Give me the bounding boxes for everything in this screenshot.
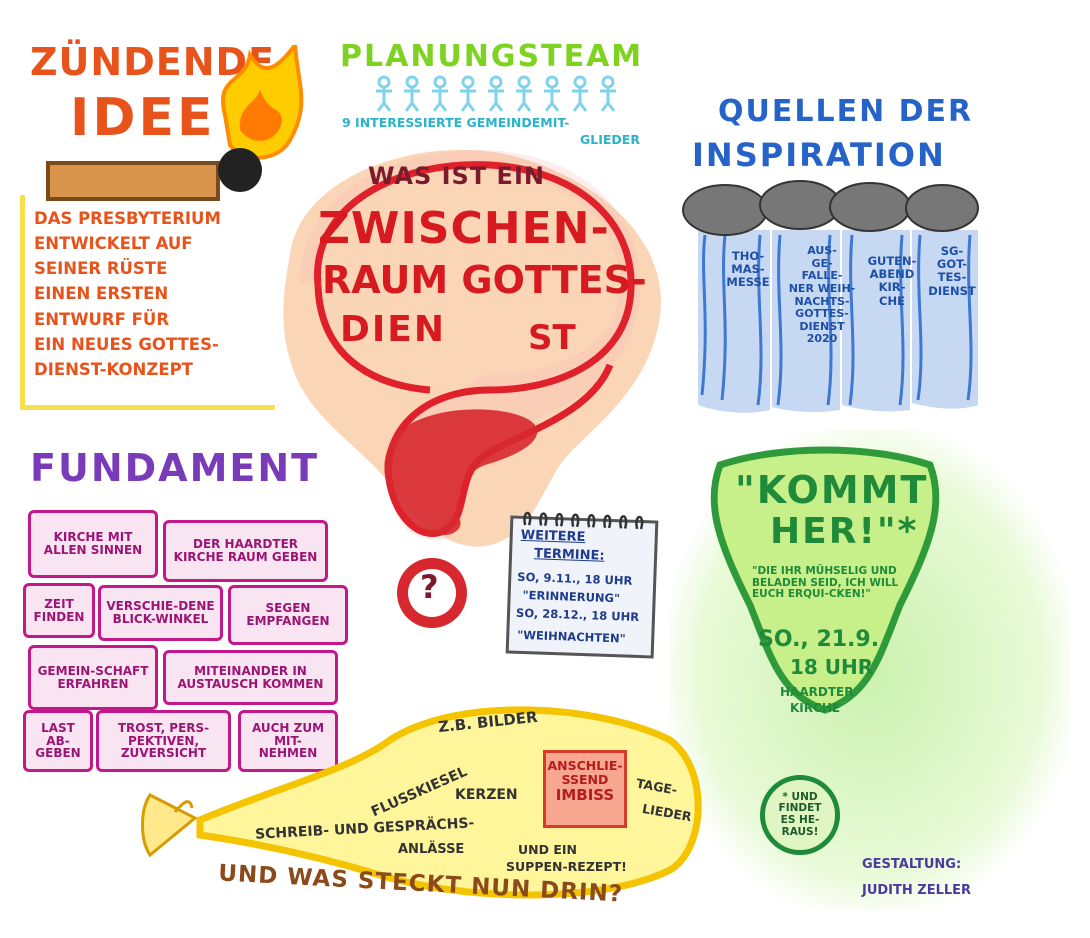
findout-text: * UND FINDET ES HE-RAUS! (778, 790, 822, 838)
calendar-heading1: WEITERE (520, 527, 586, 546)
ignition-title-line1: ZÜNDENDE (30, 40, 276, 84)
snack-line2: SSEND (561, 771, 609, 787)
team-line1: 9 INTERESSIERTE GEMEINDEMIT- (342, 115, 570, 130)
rain-cloud-icon (682, 180, 979, 413)
snack-line1: ANSCHLIE- (547, 758, 623, 773)
invite-quote: "DIE IHR MÜHSELIG UND BELADEN SEID, ICH … (752, 565, 899, 601)
credit-line2: JUDITH ZELLER (862, 883, 972, 898)
invite-place1: HAARDTER (780, 685, 854, 699)
ignition-lines: DAS PRESBYTERIUM ENTWICKELT AUF SEINER R… (34, 209, 221, 379)
foundation-brick: VERSCHIE-DENE BLICK-WINKEL (98, 585, 223, 641)
question-line2: RAUM GOTTES- (322, 258, 647, 302)
ignition-section: ZÜNDENDE IDEE DAS PRESBYTERIUM ENTWICKEL… (10, 30, 304, 410)
calendar-line1: SO, 9.11., 18 UHR (517, 569, 633, 588)
question-line1: ZWISCHEN- (318, 203, 610, 254)
sack-item: ANLÄSSE (398, 842, 465, 857)
ignition-line: DIENST-KONZEPT (34, 359, 193, 379)
foundation-brick: SEGEN EMPFANGEN (228, 585, 348, 645)
invite-date: SO., 21.9. (758, 627, 880, 652)
ignition-title-line2: IDEE (70, 88, 216, 148)
invite-title2: HER!"* (770, 511, 919, 552)
calendar-line3: SO, 28.12., 18 UHR (515, 605, 640, 625)
sack-item: UND EIN (518, 842, 577, 857)
ignition-line: EIN NEUES GOTTES- (34, 334, 219, 354)
question-line3a: DIEN (340, 309, 446, 350)
foundation-wall: KIRCHE MIT ALLEN SINNEN DER HAARDTER KIR… (18, 505, 348, 780)
credit-line1: GESTALTUNG: (862, 857, 962, 872)
foundation-brick: TROST, PERS-PEKTIVEN, ZUVERSICHT (96, 710, 231, 772)
inspiration-source: SG- GOT- TES- DIENST (928, 244, 976, 298)
ignition-line: SEINER RÜSTE (34, 259, 168, 279)
sack-item: KERZEN (455, 787, 518, 803)
foundation-brick: AUCH ZUM MIT-NEHMEN (238, 710, 338, 772)
inspiration-title-line2: INSPIRATION (692, 136, 946, 174)
invite-shield (710, 446, 940, 714)
inspiration-source: THO- MAS- MESSE (726, 249, 770, 290)
ignition-line: ENTWICKELT AUF (34, 234, 193, 254)
foundation-brick: MITEINANDER IN AUSTAUSCH KOMMEN (163, 650, 338, 705)
calendar-heading2: TERMINE: (533, 546, 605, 564)
invite-title1: "KOMMT (735, 468, 929, 512)
foundation-brick: GEMEIN-SCHAFT ERFAHREN (28, 645, 158, 710)
foundation-brick: LAST AB-GEBEN (23, 710, 93, 772)
invite-place2: KIRCHE (790, 701, 841, 715)
question-top: WAS IST EIN (368, 162, 545, 190)
question-mark-shape (283, 149, 661, 628)
findout-circle: * UND FINDET ES HE-RAUS! (760, 775, 840, 855)
foundation-brick: ZEIT FINDEN (23, 583, 95, 638)
ignition-line: DAS PRESBYTERIUM (34, 209, 221, 228)
calendar-line2: "ERINNERUNG" (522, 587, 621, 606)
inspiration-source: GUTEN- ABEND KIR- CHE (867, 254, 917, 308)
team-title: PLANUNGSTEAM (340, 39, 644, 74)
spiral-binding-icon (523, 511, 644, 530)
calendar-line4: "WEIHNACHTEN" (517, 627, 626, 646)
matchstick-icon (46, 45, 304, 201)
snack-line3: IMBISS (555, 785, 615, 804)
question-mark-glyph: ? (420, 568, 439, 606)
ignition-text (20, 195, 275, 410)
invite-time: 18 UHR (790, 655, 874, 679)
foundation-brick: KIRCHE MIT ALLEN SINNEN (28, 510, 158, 578)
inspiration-source: AUS- GE- FALLE- NER WEIH- NACHTS- GOTTES… (788, 244, 856, 346)
sack-item: SUPPEN-REZEPT! (506, 859, 627, 874)
snack-box: ANSCHLIE- SSEND IMBISS (543, 750, 627, 828)
ignition-line: ENTWURF FÜR (34, 309, 170, 329)
inspiration-title-line1: QUELLEN DER (718, 94, 974, 129)
foundation-brick: DER HAARDTER KIRCHE RAUM GEBEN (163, 520, 328, 582)
foundation-title: FUNDAMENT (30, 446, 320, 490)
people-icon (376, 75, 616, 112)
calendar-note: WEITERE TERMINE: SO, 9.11., 18 UHR "ERIN… (505, 511, 659, 659)
team-line2: GLIEDER (580, 132, 640, 147)
ignition-line: EINEN ERSTEN (34, 284, 169, 304)
question-line3b: ST (528, 318, 576, 358)
